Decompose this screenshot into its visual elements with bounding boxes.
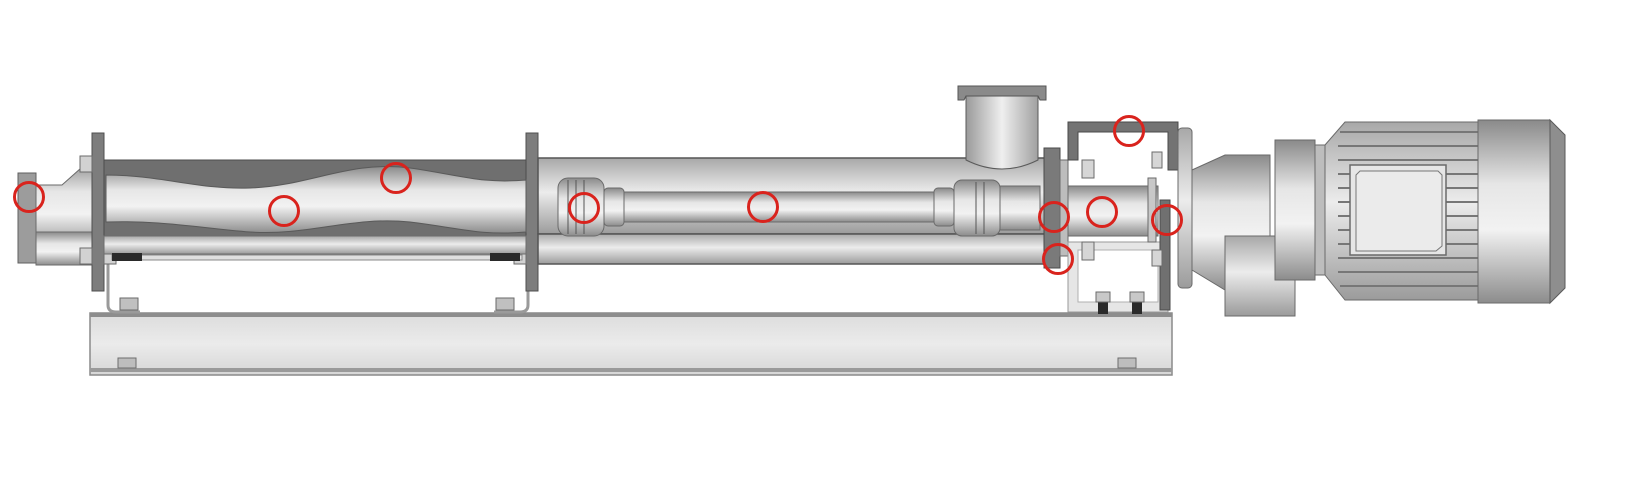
hotspot-suction-flange[interactable] <box>13 181 45 213</box>
hotspot-stator[interactable] <box>380 162 412 194</box>
gear-reducer <box>1177 127 1326 317</box>
hotspot-lantern-bracket[interactable] <box>1113 115 1145 147</box>
hotspot-housing-lower[interactable] <box>1042 243 1074 275</box>
hotspot-coupling-rod[interactable] <box>747 191 779 223</box>
hotspot-joint-rotor-side[interactable] <box>568 192 600 224</box>
electric-motor <box>1324 118 1566 305</box>
stator-supports <box>106 250 530 314</box>
discharge-port <box>957 85 1047 170</box>
rotor <box>105 166 527 234</box>
lantern <box>1067 121 1193 314</box>
hotspot-shaft-seal[interactable] <box>1038 201 1070 233</box>
hotspot-drive-shaft[interactable] <box>1086 196 1118 228</box>
hotspot-rotor[interactable] <box>268 195 300 227</box>
hotspot-drive-flange[interactable] <box>1151 204 1183 236</box>
base-frame <box>89 312 1173 376</box>
